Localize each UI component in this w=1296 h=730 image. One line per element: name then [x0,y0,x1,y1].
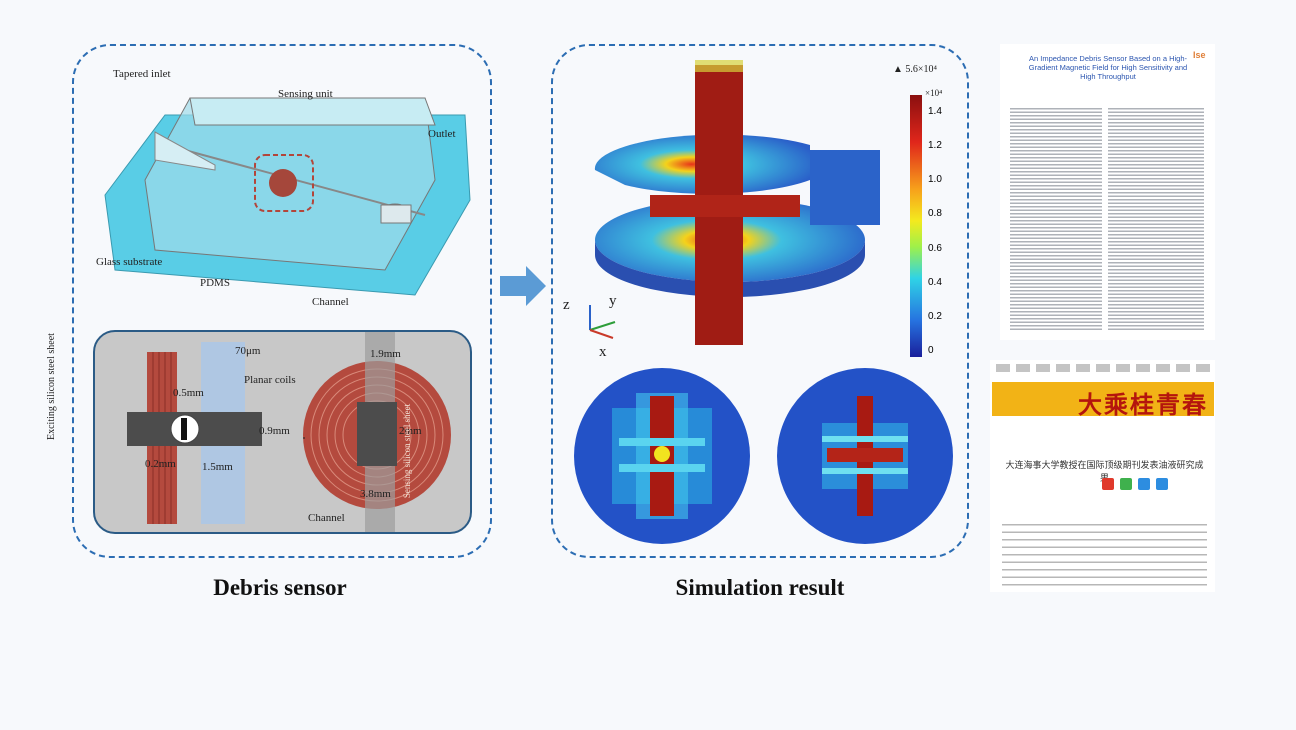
debris-sensor-panel [72,44,492,558]
simulation-panel [551,44,969,558]
tick-1-0: 1.0 [928,174,942,186]
label-outlet: Outlet [428,128,456,140]
news-body [1002,518,1207,590]
axis-triad [589,305,616,339]
label-channel: Channel [312,296,349,308]
tick-0: 0 [928,344,934,356]
sensor-detail-shapes [127,332,451,532]
news-share-icons [1102,478,1168,490]
sensor-detail-diagram [93,330,472,534]
news-nav [990,364,1215,372]
paper-title: An Impedance Debris Sensor Based on a Hi… [1028,54,1188,81]
qzone-icon[interactable] [1138,478,1150,490]
label-70um: 70μm [235,345,261,357]
tick-1-2: 1.2 [928,140,942,152]
paper-body-left [1010,106,1102,331]
label-1-9mm: 1.9mm [370,348,401,360]
label-exciting-sheet: Exciting silicon steel sheet [46,333,57,440]
label-channel-detail: Channel [308,512,345,524]
label-3-8mm: 3.8mm [360,488,391,500]
tick-0-2: 0.2 [928,310,942,322]
news-page: 大乘桂青春 大连海事大学教授在国际顶级期刊发表油液研究成果 [990,360,1215,592]
news-banner-text: 大乘桂青春 [1078,390,1208,419]
label-sensing-unit: Sensing unit [278,88,333,100]
weibo-icon[interactable] [1102,478,1114,490]
colorbar [910,95,922,357]
label-planar-coils: Planar coils [244,374,296,386]
flow-arrow [500,266,546,306]
label-1-5mm: 1.5mm [202,461,233,473]
axis-x: x [599,344,607,360]
label-tapered-inlet: Tapered inlet [113,68,171,80]
field-cross-section-left [574,368,750,544]
label-sensing-sheet: Sensing silicon steel sheet [402,403,413,499]
label-2mm: 2mm [399,425,422,437]
share-icon[interactable] [1156,478,1168,490]
tick-1-4: 1.4 [928,106,942,117]
label-pdms: PDMS [200,277,230,289]
label-0-2mm: 0.2mm [145,458,176,470]
label-0-5mm: 0.5mm [173,387,204,399]
tick-0-8: 0.8 [928,208,942,220]
simulation-3d-field [594,60,880,345]
sensor-3d-diagram [104,97,471,296]
axis-y: y [609,293,617,309]
label-glass-substrate: Glass substrate [96,256,163,268]
axis-z: z [563,297,570,313]
paper-logo: Ise [1193,50,1206,60]
colorbar-exponent: ×10⁴ [925,88,943,98]
tick-0-4: 0.4 [928,276,942,288]
caption-simulation-result: Simulation result [675,575,845,600]
caption-debris-sensor: Debris sensor [213,575,347,600]
paper-page: An Impedance Debris Sensor Based on a Hi… [1000,44,1215,340]
field-cross-section-right [777,368,953,544]
news-banner: 大乘桂青春 [992,382,1214,419]
colorbar-max-label: ▲ 5.6×10⁴ [893,64,938,75]
label-0-9mm: 0.9mm [259,425,290,437]
wechat-icon[interactable] [1120,478,1132,490]
colorbar-ticks: 1.4 1.2 1.0 0.8 0.6 0.4 0.2 0 [928,106,948,356]
paper-body-right [1108,106,1204,331]
tick-0-6: 0.6 [928,242,942,254]
